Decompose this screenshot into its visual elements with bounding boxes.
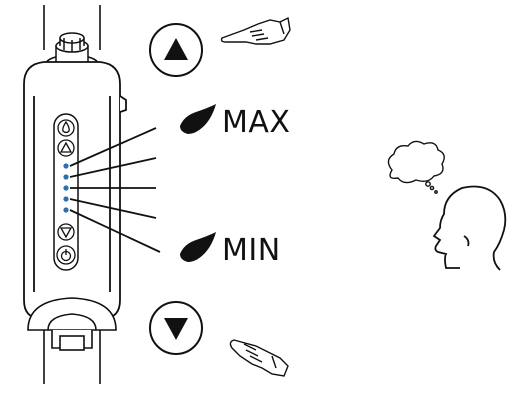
down-button[interactable] [149, 301, 203, 355]
thought-cloud-icon [387, 140, 445, 194]
min-label: MIN [222, 233, 281, 268]
led-indicator [63, 163, 69, 169]
pole [43, 5, 101, 384]
led-column [63, 163, 69, 213]
power-icon[interactable] [56, 245, 76, 265]
head-profile-icon [432, 185, 507, 271]
led-indicator [63, 174, 69, 180]
leader-line [69, 157, 157, 178]
triangle-up-icon [164, 38, 188, 60]
triangle-down-icon [164, 318, 188, 340]
max-label: MAX [222, 105, 291, 140]
up-small-icon[interactable] [57, 139, 75, 157]
leader-line [69, 209, 161, 253]
led-indicator [63, 207, 69, 213]
led-indicator [63, 196, 69, 202]
max-drop-icon [180, 104, 216, 134]
min-drop-icon [180, 232, 216, 262]
pointing-hand-icon-lower [229, 339, 289, 377]
down-small-icon[interactable] [57, 223, 75, 241]
leader-lines [69, 127, 161, 253]
leader-line [69, 198, 157, 219]
leader-line [69, 127, 157, 167]
drop-icon[interactable] [57, 119, 75, 137]
led-indicator [63, 185, 69, 191]
up-button[interactable] [149, 23, 203, 77]
bottom-clip [27, 297, 117, 351]
pointing-hand-icon [220, 16, 291, 45]
